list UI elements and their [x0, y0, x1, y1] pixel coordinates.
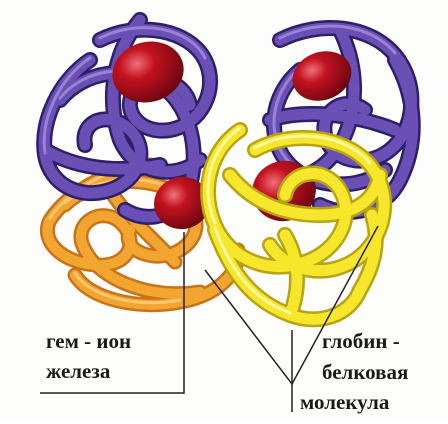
globin-label-line-3: молекула: [300, 390, 390, 414]
globin-label-line-2: белковая: [322, 360, 409, 384]
heme-top-right: [292, 51, 352, 101]
heme-label-line-1: гем - ион: [46, 329, 132, 353]
heme-pointer-line: [40, 232, 185, 394]
globin-pointer-line-1: [204, 269, 293, 385]
heme-top-left: [112, 41, 184, 103]
yellow-globin-chain: [200, 122, 393, 328]
heme-label-line-2: железа: [46, 359, 111, 383]
globin-pointer-line-3: [291, 225, 379, 385]
pointer-lines: [40, 225, 379, 412]
globin-label-line-1: глобин -: [322, 329, 400, 353]
heme-bottom-left: [154, 176, 210, 230]
